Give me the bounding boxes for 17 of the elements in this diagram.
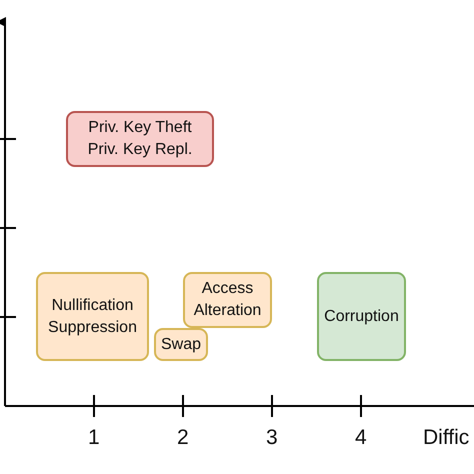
category-box <box>183 272 272 328</box>
box-label: Suppression <box>48 318 137 338</box>
tick-label: 4 <box>355 426 367 450</box>
category-box <box>317 272 406 361</box>
category-box <box>66 111 214 167</box>
box-label: Swap <box>160 334 202 354</box>
box-label: Corruption <box>324 306 399 326</box>
tick-label: 1 <box>88 426 100 450</box>
tick-label: 3 <box>266 426 278 450</box>
box-label: Nullification <box>52 296 134 316</box>
axis-title: Diffic <box>423 426 470 450</box>
category-box <box>36 272 149 361</box>
box-label: Priv. Key Repl. <box>88 140 192 160</box>
box-label: Access Alteration <box>192 279 262 321</box>
tick-label: 2 <box>177 426 189 450</box>
box-label: Priv. Key Theft <box>88 118 192 138</box>
category-box <box>154 328 208 361</box>
